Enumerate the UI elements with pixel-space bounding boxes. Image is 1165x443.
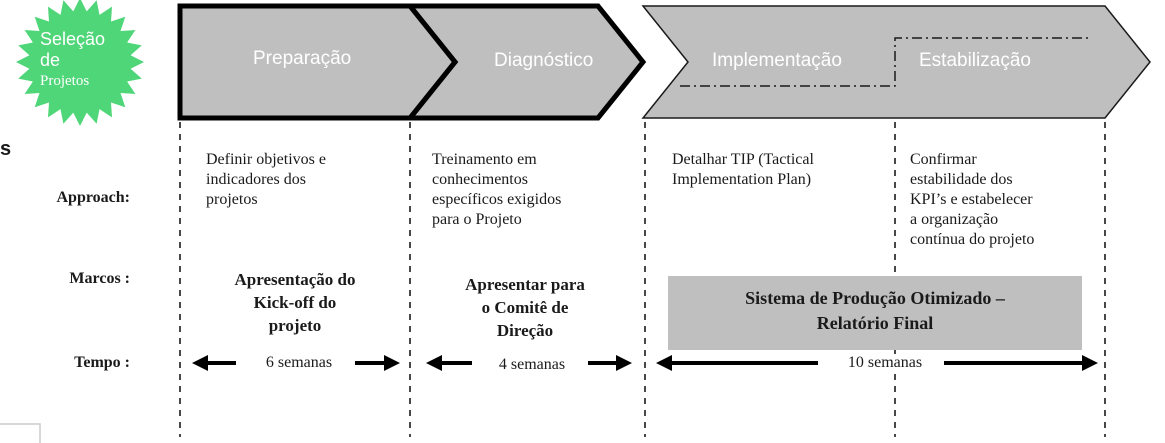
text-line: específicos exigidos (432, 191, 562, 208)
text-line: contínua do projeto (910, 231, 1035, 248)
phase-label-preparacao: Preparação (253, 48, 352, 69)
row-label-marcos: Marcos : (69, 270, 130, 287)
chevron-implementacao-estabilizacao (641, 5, 1151, 119)
phase-label-diagnostico: Diagnóstico (494, 50, 594, 71)
duration-diagnostico: 4 semanas (478, 356, 586, 374)
text-line: Sistema de Produção Otimizado – (745, 288, 1005, 308)
text-line: estabilidade dos (910, 171, 1013, 188)
duration-implementacao-estabilizacao: 10 semanas (826, 354, 944, 372)
phase-label-estabilizacao: Estabilização (919, 50, 1031, 71)
text-line: Kick-off do (253, 293, 337, 312)
text-line: indicadores dos (206, 171, 306, 188)
final-result-box (668, 276, 1082, 350)
arrowhead (656, 355, 672, 371)
text-line: Apresentação do (234, 270, 356, 289)
phase-divider-dashdot (680, 37, 1088, 87)
text-line: Confirmar (910, 151, 977, 168)
text-line: projeto (268, 316, 322, 335)
milestone-comite: Apresentar para o Comitê de Direção (425, 273, 625, 342)
frame-corner (0, 423, 41, 443)
text-line: Detalhar TIP (Tactical (672, 151, 814, 168)
chevron-preparacao (177, 3, 459, 121)
cropped-text-fragment: s (0, 138, 12, 160)
duration-preparacao: 6 semanas (250, 354, 348, 372)
approach-preparacao: Definir objetivos e indicadores dos proj… (206, 150, 326, 210)
badge-label: Seleção de Projetos (40, 29, 120, 92)
text-line: Apresentar para (465, 275, 585, 294)
text-line: Implementation Plan) (672, 171, 812, 188)
phase-label-implementacao: Implementação (712, 50, 842, 71)
project-selection-badge (16, 0, 144, 126)
text-line: KPI’s e estabelecer (910, 191, 1033, 208)
approach-implementacao: Detalhar TIP (Tactical Implementation Pl… (672, 150, 814, 190)
text-line: conhecimentos (432, 171, 528, 188)
text-line: Definir objetivos e (206, 151, 326, 168)
arrowhead (384, 355, 400, 371)
milestone-kickoff: Apresentação do Kick-off do projeto (195, 268, 395, 337)
text-line: Relatório Final (816, 313, 934, 333)
approach-estabilizacao: Confirmar estabilidade dos KPI’s e estab… (910, 150, 1034, 250)
text-line: a organização (910, 211, 999, 228)
arrowhead (426, 355, 442, 371)
text-line: Direção (496, 321, 554, 340)
text-line: o Comitê de (481, 298, 569, 317)
text-line: Treinamento em (432, 151, 537, 168)
row-label-tempo: Tempo : (74, 354, 130, 371)
approach-diagnostico: Treinamento em conhecimentos específicos… (432, 150, 561, 230)
arrowhead (616, 355, 632, 371)
text-line: projetos (206, 191, 258, 208)
row-label-approach: Approach: (56, 189, 131, 206)
arrowhead (192, 355, 208, 371)
badge-line: Seleção (40, 29, 106, 49)
badge-line: de (40, 50, 61, 70)
arrowhead (1082, 355, 1098, 371)
badge-line: Projetos (40, 73, 90, 89)
text-line: para o Projeto (432, 211, 522, 228)
final-result-label: Sistema de Produção Otimizado – Relatóri… (668, 286, 1082, 336)
